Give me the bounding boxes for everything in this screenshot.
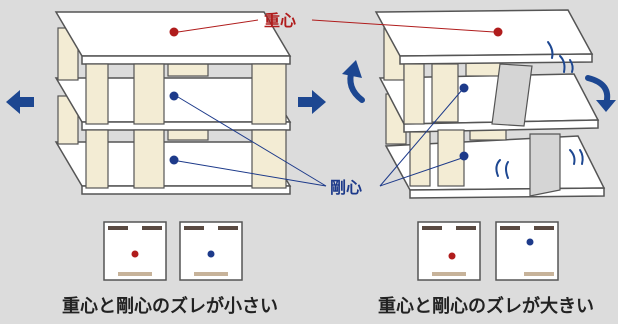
right-floor-3-edge	[409, 187, 605, 199]
right-gravity-dot	[493, 27, 503, 37]
plan-left-rigidity	[179, 221, 243, 281]
right-roof-edge	[399, 53, 593, 65]
right-roof	[374, 9, 594, 57]
plan-right-rigidity	[495, 221, 559, 281]
center-of-gravity-label: 重心	[264, 11, 296, 30]
plan-rigidity-dot	[207, 250, 215, 258]
left-front-mid-column-upper	[133, 63, 165, 125]
right-tilted-wall-lower	[529, 133, 561, 197]
left-front-left-column-upper	[85, 63, 109, 125]
gravity-leader-lines	[177, 19, 495, 33]
left-front-right-column-upper	[251, 63, 287, 125]
right-front-mid-column-upper	[431, 63, 459, 123]
left-roof-edge	[81, 55, 291, 65]
left-rigidity-dot-lower	[169, 155, 179, 165]
left-front-mid-column-lower	[133, 129, 165, 189]
right-front-left-column-upper	[403, 63, 425, 125]
right-building	[374, 9, 606, 199]
right-front-left-column-lower	[409, 131, 431, 187]
right-front-mid-column-lower	[437, 129, 465, 187]
caption-large-offset: 重心と剛心のズレが大きい	[378, 296, 594, 317]
left-rigidity-dot-upper	[169, 91, 179, 101]
left-building	[54, 11, 292, 195]
center-of-rigidity-label: 剛心	[330, 178, 362, 197]
caption-small-offset: 重心と剛心のズレが小さい	[62, 296, 278, 317]
plan-gravity-dot	[131, 250, 139, 258]
arrow-right-icon	[298, 90, 326, 114]
left-front-left-column-lower	[85, 129, 109, 189]
plan-rigidity-dot	[526, 238, 534, 246]
right-tilted-wall-upper	[491, 63, 533, 127]
arrow-left-icon	[6, 90, 34, 114]
plan-left-centered	[103, 221, 167, 281]
right-floor-2-edge	[403, 119, 599, 133]
right-rigidity-dot-lower	[459, 151, 469, 161]
rotate-counterclockwise-icon	[342, 60, 365, 103]
left-gravity-dot	[169, 27, 179, 37]
plan-gravity-dot	[448, 252, 456, 260]
rotate-clockwise-icon	[585, 75, 616, 112]
plan-right-gravity	[417, 221, 481, 281]
vibration-lines-icon	[495, 41, 584, 179]
rigidity-leader-lines	[177, 89, 463, 187]
